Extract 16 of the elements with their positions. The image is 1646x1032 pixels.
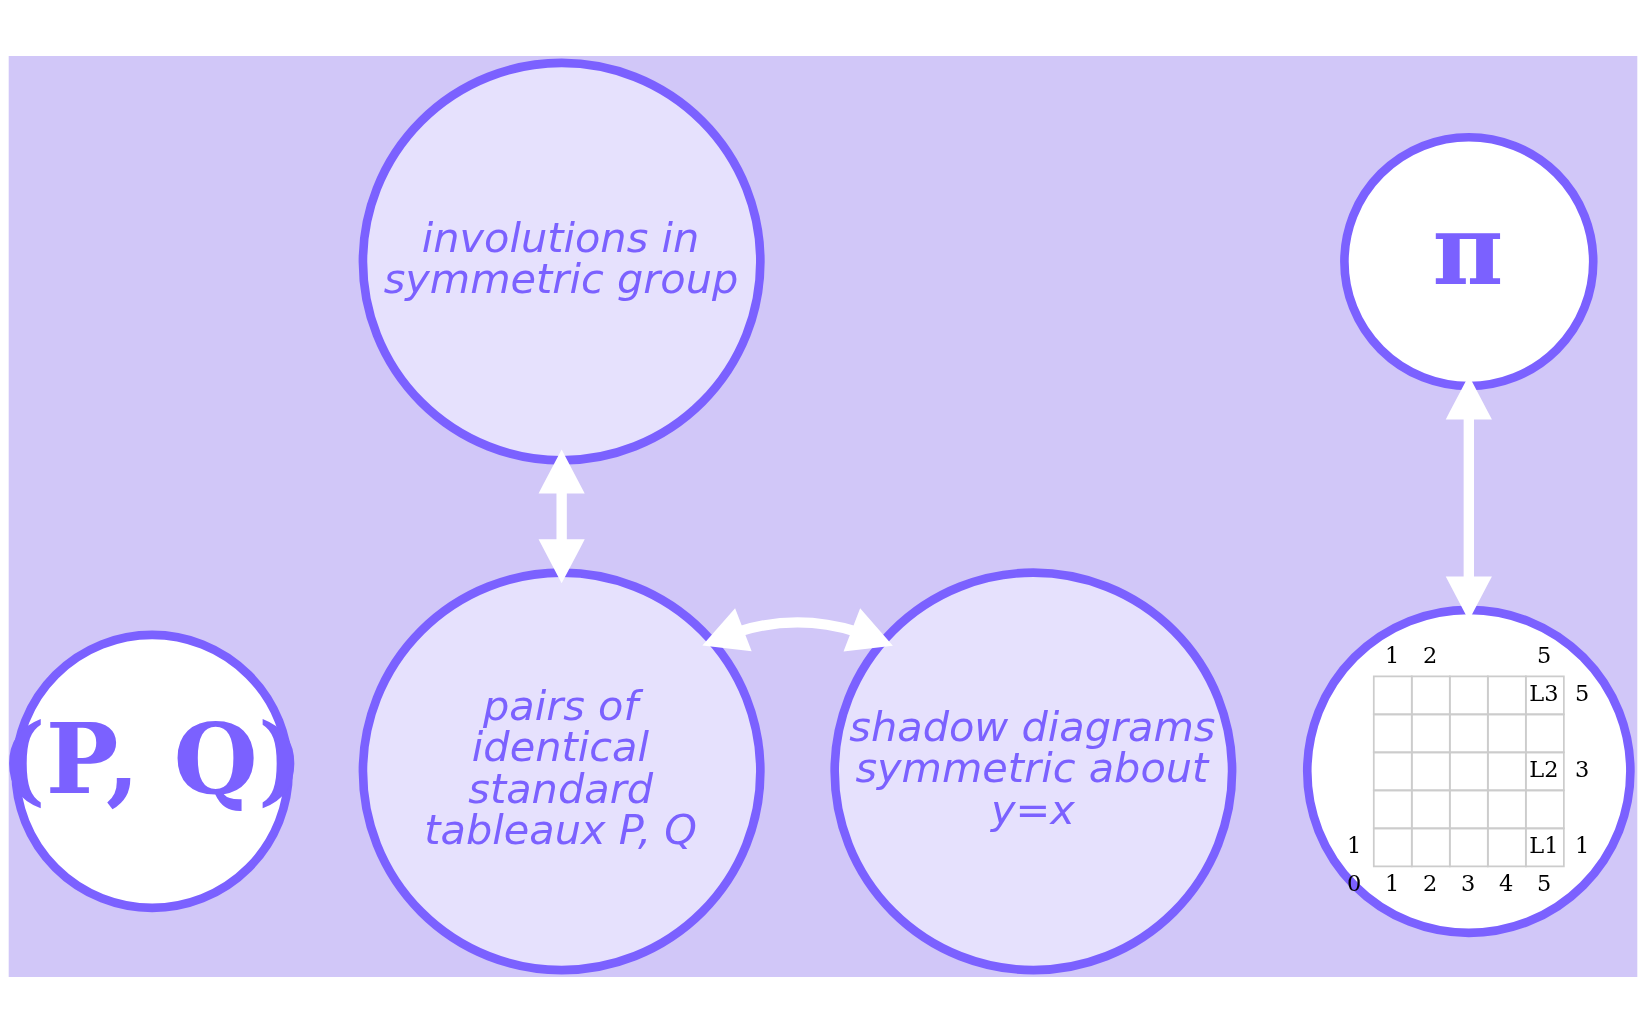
label: 2 xyxy=(1423,641,1438,668)
label: 4 xyxy=(1499,869,1514,896)
label: 1 xyxy=(1385,869,1400,896)
label: 1 xyxy=(1575,831,1590,858)
label: 2 xyxy=(1423,869,1438,896)
label: 1 xyxy=(1385,641,1400,668)
label: L2 xyxy=(1529,755,1559,782)
label: 5 xyxy=(1575,679,1590,706)
label: L1 xyxy=(1529,831,1559,858)
label: 5 xyxy=(1537,641,1552,668)
label: 0 xyxy=(1347,869,1362,896)
label: 1 xyxy=(1347,831,1362,858)
label: 3 xyxy=(1575,755,1590,782)
label: 3 xyxy=(1461,869,1476,896)
label: 5 xyxy=(1537,869,1552,896)
label: L3 xyxy=(1529,679,1559,706)
